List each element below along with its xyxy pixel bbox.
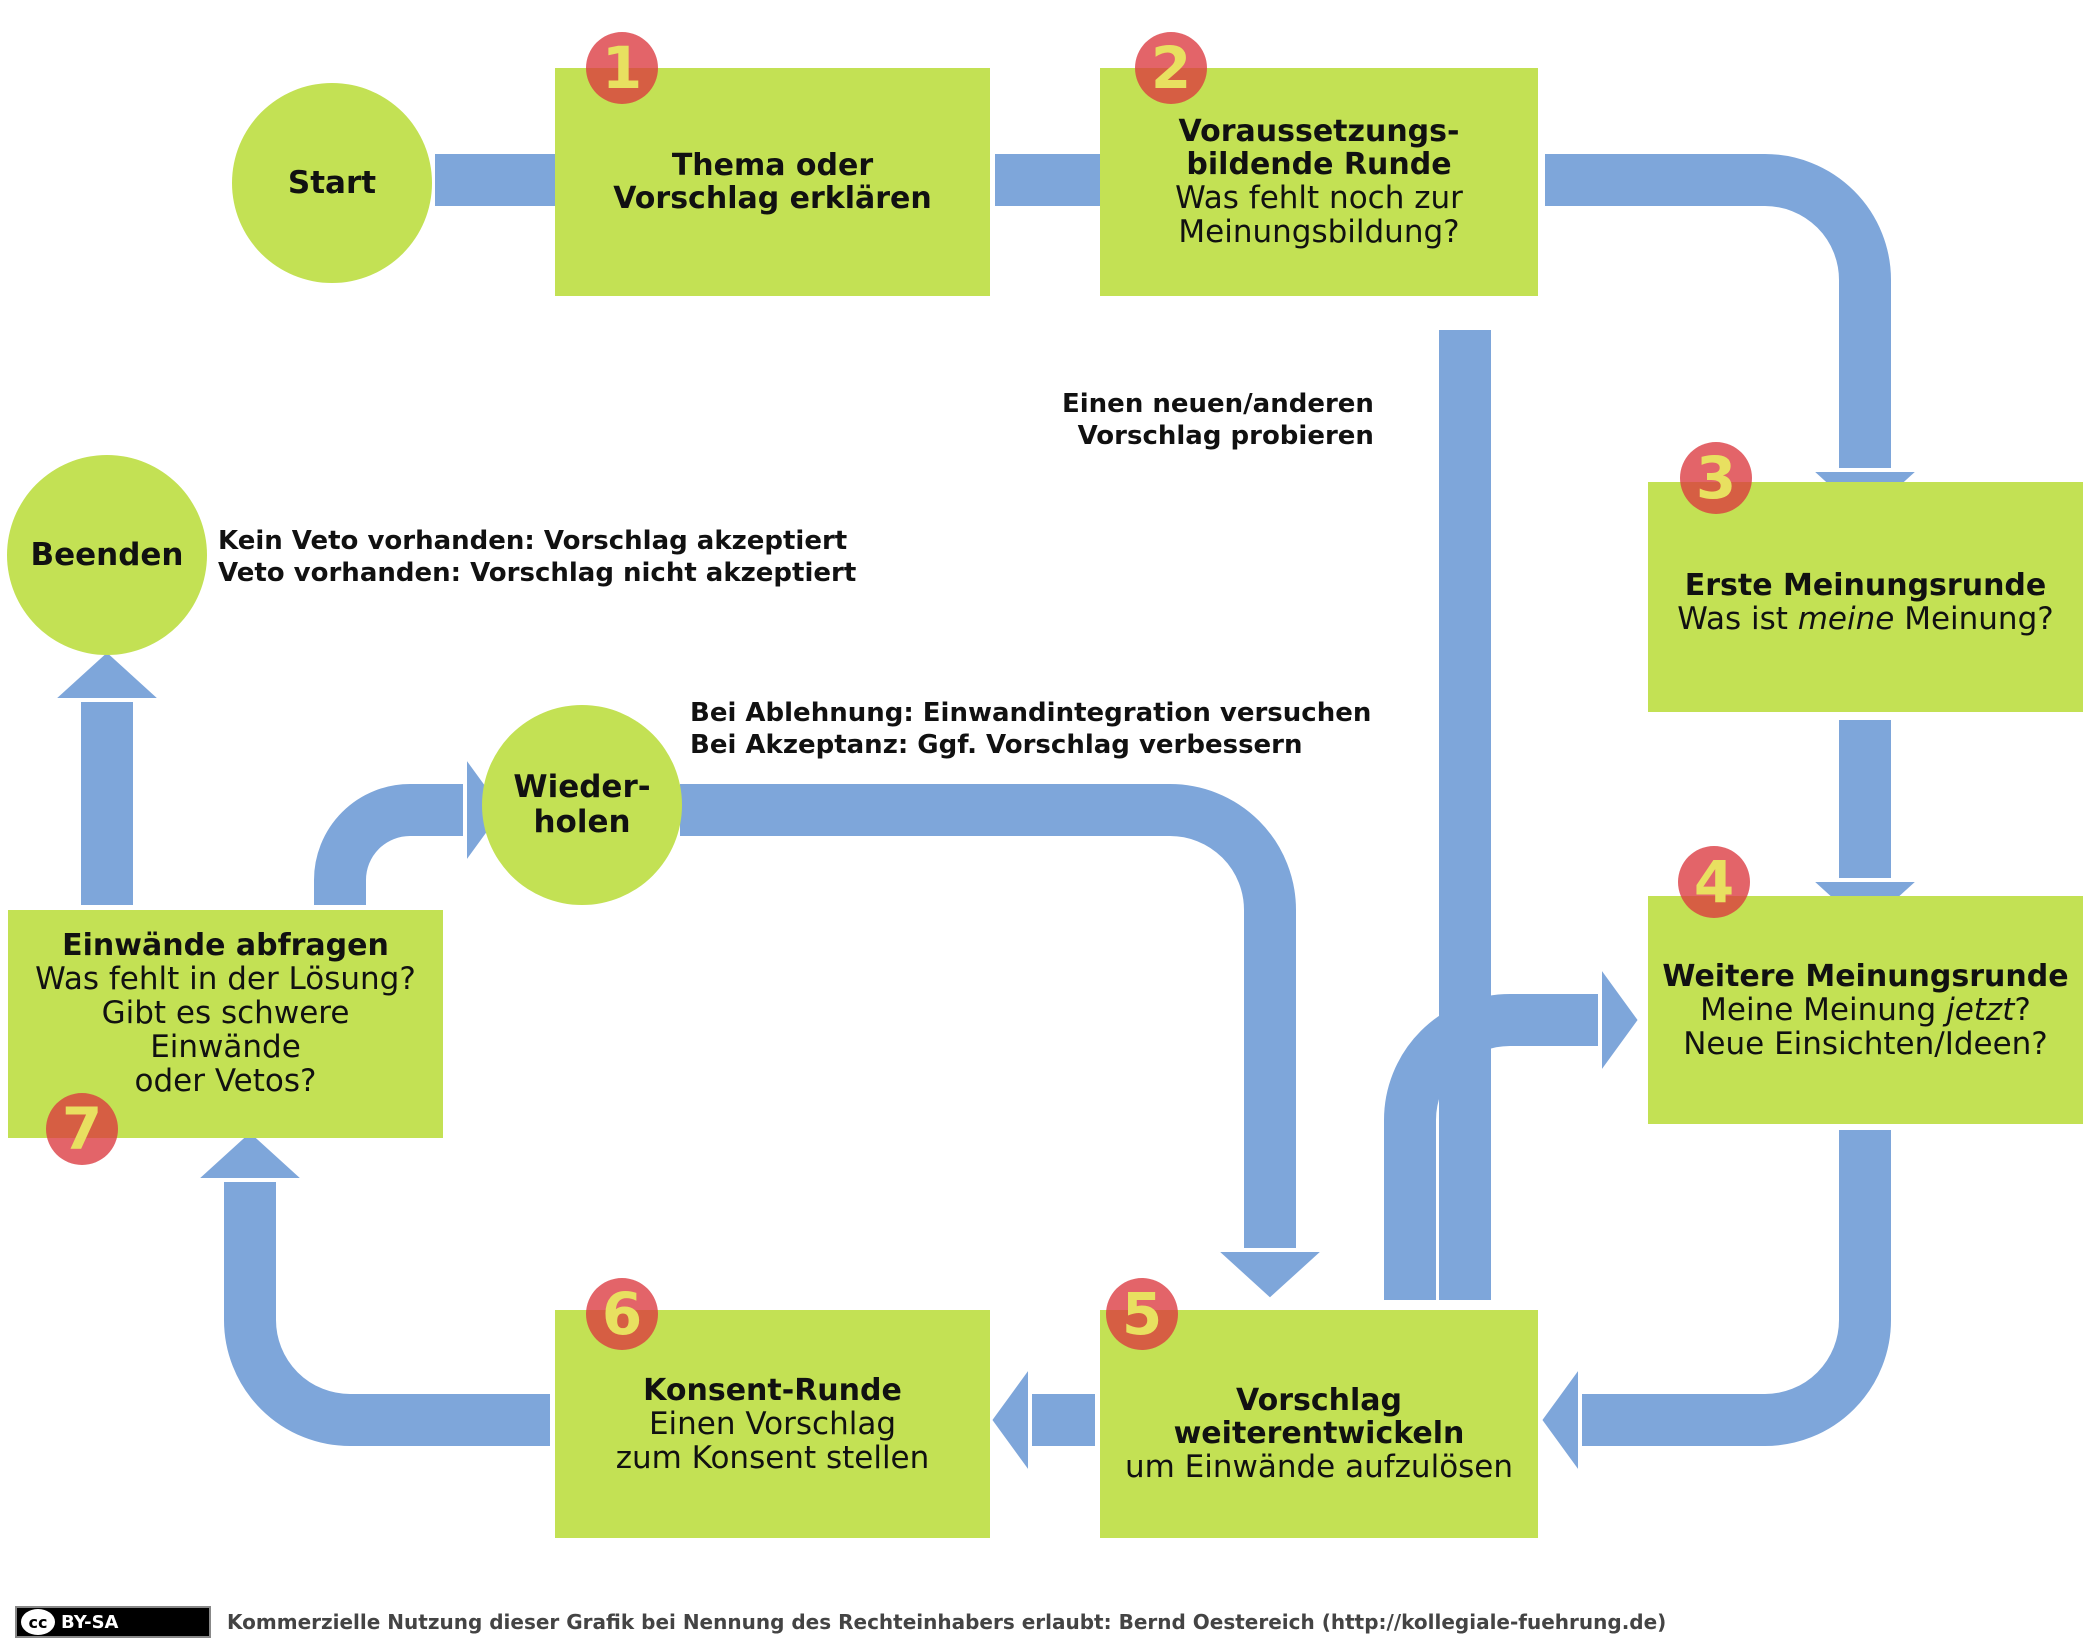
beenden-node: Beenden <box>7 455 207 655</box>
wiederholen-label: Wieder- holen <box>513 769 651 840</box>
step-3-subtitle-emphasis: meine <box>1797 600 1895 637</box>
step-6-title: Konsent-Runde <box>643 1372 902 1408</box>
step-4-subtitle: Meine Meinung jetzt? <box>1700 993 2031 1027</box>
step-2-box: Voraussetzungs- bildende Runde Was fehlt… <box>1100 68 1538 296</box>
note-veto: Kein Veto vorhanden: Vorschlag akzeptier… <box>218 526 857 588</box>
arrowhead-wiederholen-to-5 <box>1209 1248 1331 1303</box>
arrow-7-to-wiederholen <box>314 784 465 905</box>
step-5-badge: 5 <box>1106 1278 1178 1350</box>
step-6-badge: 6 <box>586 1278 658 1350</box>
step-2-subtitle: Was fehlt noch zur Meinungsbildung? <box>1175 180 1463 250</box>
footer-attribution: Kommerzielle Nutzung dieser Grafik bei N… <box>227 1610 1667 1634</box>
arrow-6-to-7 <box>224 1180 550 1446</box>
step-6-subtitle: Einen Vorschlag zum Konsent stellen <box>615 1405 930 1476</box>
step-2-title: Voraussetzungs- bildende Runde <box>1178 114 1460 182</box>
arrowhead-4-to-5 <box>1537 1358 1582 1482</box>
arrow-2-to-3 <box>1545 154 1891 470</box>
step-4-subtitle-post: ? <box>2014 991 2031 1028</box>
step-7-subtitle: Was fehlt in der Lösung? Gibt es schwere… <box>35 960 416 1099</box>
arrowhead-5-to-4 <box>1598 958 1643 1082</box>
start-node: Start <box>232 83 432 283</box>
arrow-5-to-4 <box>1384 994 1600 1300</box>
step-5-box: Vorschlag weiterentwickeln um Einwände a… <box>1100 1310 1538 1538</box>
step-2-badge: 2 <box>1135 32 1207 104</box>
arrowhead-5-to-6 <box>987 1358 1032 1482</box>
step-1-badge: 1 <box>586 32 658 104</box>
step-4-title: Weitere Meinungsrunde <box>1662 958 2069 994</box>
start-label: Start <box>287 164 377 201</box>
step-3-badge: 3 <box>1680 442 1752 514</box>
step-3-title: Erste Meinungsrunde <box>1684 567 2047 603</box>
creative-commons-icon: cc <box>21 1609 55 1635</box>
step-4-subtitle-emphasis: jetzt <box>1946 991 2015 1028</box>
step-4-box: Weitere Meinungsrunde Meine Meinung jetz… <box>1648 896 2083 1124</box>
step-3-subtitle-pre: Was ist <box>1677 600 1798 637</box>
step-4-subtitle-2: Neue Einsichten/Ideen? <box>1683 1025 2048 1062</box>
step-1-box: Thema oder Vorschlag erklären <box>555 68 990 296</box>
arrowhead-7-to-beenden <box>46 647 168 702</box>
cc-license-badge: cc BY-SA <box>15 1606 211 1638</box>
step-4-badge: 4 <box>1678 846 1750 918</box>
step-5-subtitle: um Einwände aufzulösen <box>1124 1449 1514 1485</box>
step-7-title: Einwände abfragen <box>62 927 389 963</box>
step-5-title: Vorschlag weiterentwickeln <box>1173 1383 1465 1451</box>
step-3-subtitle-post: Meinung? <box>1894 600 2054 637</box>
step-7-badge: 7 <box>46 1093 118 1165</box>
step-3-subtitle: Was ist meine Meinung? <box>1677 602 2053 636</box>
cc-license-label: BY-SA <box>61 1611 119 1633</box>
footer: cc BY-SA Kommerzielle Nutzung dieser Gra… <box>15 1605 1666 1639</box>
arrow-4-to-5 <box>1580 1130 1891 1446</box>
note-new-proposal: Einen neuen/anderen Vorschlag probieren <box>1062 389 1374 451</box>
step-3-box: Erste Meinungsrunde Was ist meine Meinun… <box>1648 482 2083 712</box>
step-1-title: Thema oder Vorschlag erklären <box>613 148 932 216</box>
note-repeat: Bei Ablehnung: Einwandintegration versuc… <box>690 698 1372 760</box>
beenden-label: Beenden <box>30 536 184 573</box>
wiederholen-node: Wieder- holen <box>482 705 682 905</box>
arrowhead-6-to-7 <box>189 1127 311 1182</box>
step-7-box: Einwände abfragen Was fehlt in der Lösun… <box>8 910 443 1138</box>
arrow-wiederholen-to-5 <box>680 784 1296 1250</box>
step-4-subtitle-pre: Meine Meinung <box>1700 991 1947 1028</box>
